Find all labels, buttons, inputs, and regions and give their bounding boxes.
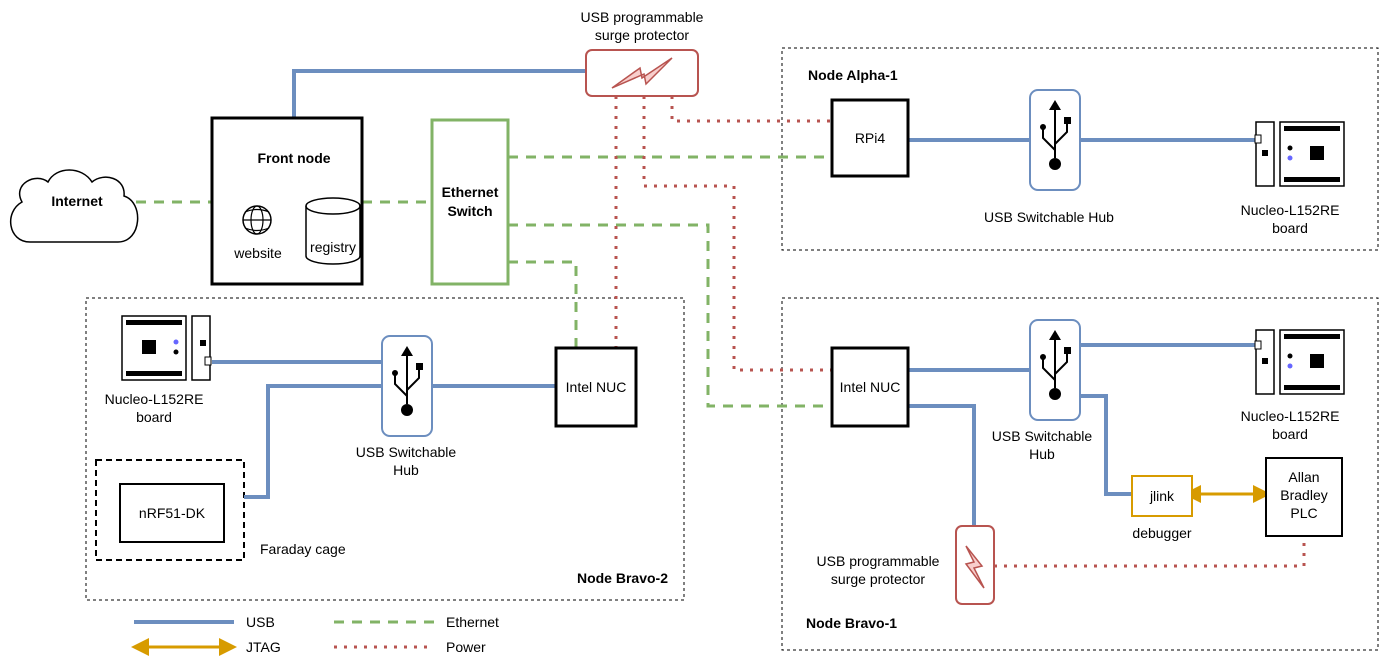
jlink-box: jlink (1131, 475, 1193, 517)
ethernet-switch: Ethernet Switch (430, 118, 510, 286)
bravo2-nuc-label: Intel NUC (566, 379, 627, 395)
lightning-icon (964, 545, 985, 589)
nucleo-board-alpha (1254, 121, 1345, 187)
bravo1-board-label-line2: board (1272, 426, 1308, 442)
registry-label: registry (310, 239, 356, 255)
node-bravo-2-title: Node Bravo-2 (577, 570, 668, 586)
surge-bottom-label-line1: USB programmable (817, 553, 940, 569)
plc-label-line3: PLC (1290, 505, 1317, 521)
bravo1-board-label-line1: Nucleo-L152RE (1241, 408, 1340, 424)
website-label: website (233, 245, 282, 261)
alpha-board-label-line1: Nucleo-L152RE (1241, 202, 1340, 218)
plc-label-line1: Allan (1288, 469, 1319, 485)
bravo2-hub-label-line2: Hub (393, 462, 419, 478)
surge-top-label-line1: USB programmable (581, 9, 704, 25)
front-node-label: Front node (257, 150, 330, 166)
internet-label: Internet (51, 193, 103, 209)
debugger-label: debugger (1132, 525, 1192, 541)
usb-hub-bravo1 (1029, 319, 1081, 421)
plc-label-line2: Bradley (1280, 487, 1327, 503)
intel-nuc-bravo2: Intel NUC (554, 346, 638, 428)
surge-top-label-line2: surge protector (595, 27, 689, 43)
nucleo-board-bravo1 (1254, 329, 1345, 395)
node-alpha-1-title: Node Alpha-1 (808, 67, 898, 83)
surge-protector-top: USB programmable surge protector (581, 9, 704, 97)
node-bravo-1-title: Node Bravo-1 (806, 615, 897, 631)
ethernet-switch-label-line1: Ethernet (442, 184, 499, 200)
usb-front-to-surge-line (292, 69, 586, 118)
legend-power-label: Power (446, 639, 486, 655)
jlink-label: jlink (1149, 488, 1175, 504)
usb-hub-alpha (1029, 89, 1081, 191)
rpi4-label: RPi4 (855, 130, 886, 146)
usb-icon (1040, 330, 1071, 400)
eth-switch-to-nuc-bravo1-line (508, 223, 832, 408)
legend-jtag-label: JTAG (246, 639, 281, 655)
database-icon (305, 197, 361, 265)
internet-cloud: Internet (9, 169, 139, 243)
legend-ethernet-label: Ethernet (446, 614, 499, 630)
eth-switch-to-nuc-bravo2-line (508, 260, 578, 348)
intel-nuc-bravo1: Intel NUC (830, 346, 910, 428)
surge-protector-bottom (955, 525, 995, 605)
ethernet-switch-label-line2: Switch (447, 203, 492, 219)
bravo1-nuc-label: Intel NUC (840, 379, 901, 395)
usb-nuc-to-surge-bravo1-line (908, 404, 976, 526)
rpi4-box: RPi4 (830, 98, 910, 178)
power-surge-to-plc-line (994, 536, 1306, 568)
surge-bottom-label-line2: surge protector (831, 571, 925, 587)
faraday-cage (95, 459, 245, 561)
bravo2-hub-label-line1: USB Switchable (356, 444, 457, 460)
nrf51-dk-box: nRF51-DK (119, 483, 225, 543)
power-surge-to-nuc-bravo1-line (642, 96, 832, 372)
usb-hub-bravo2 (381, 335, 433, 437)
usb-icon (392, 346, 423, 416)
bravo2-board-label-line1: Nucleo-L152RE (105, 391, 204, 407)
bravo1-hub-label-line1: USB Switchable (992, 428, 1093, 444)
usb-hub-to-jlink-line (1080, 394, 1132, 496)
faraday-cage-label: Faraday cage (260, 541, 346, 557)
alpha-board-label-line2: board (1272, 220, 1308, 236)
globe-icon (242, 205, 272, 235)
power-surge-to-rpi-line (670, 96, 832, 123)
node-alpha-1-region (781, 47, 1379, 251)
legend: USB JTAG Ethernet Power (131, 614, 499, 656)
legend-usb-label: USB (246, 614, 275, 630)
usb-icon (1040, 100, 1071, 170)
bravo2-board-label-line2: board (136, 409, 172, 425)
nrf51-label: nRF51-DK (139, 505, 206, 521)
alpha-hub-label: USB Switchable Hub (984, 209, 1114, 225)
front-node: Front node website registry (210, 116, 364, 286)
bravo1-hub-label-line2: Hub (1029, 446, 1055, 462)
lightning-icon (611, 57, 673, 89)
usb-hub-to-nrf-line (244, 384, 382, 499)
plc-box: Allan Bradley PLC (1265, 457, 1343, 537)
nucleo-board-bravo2 (121, 315, 212, 381)
